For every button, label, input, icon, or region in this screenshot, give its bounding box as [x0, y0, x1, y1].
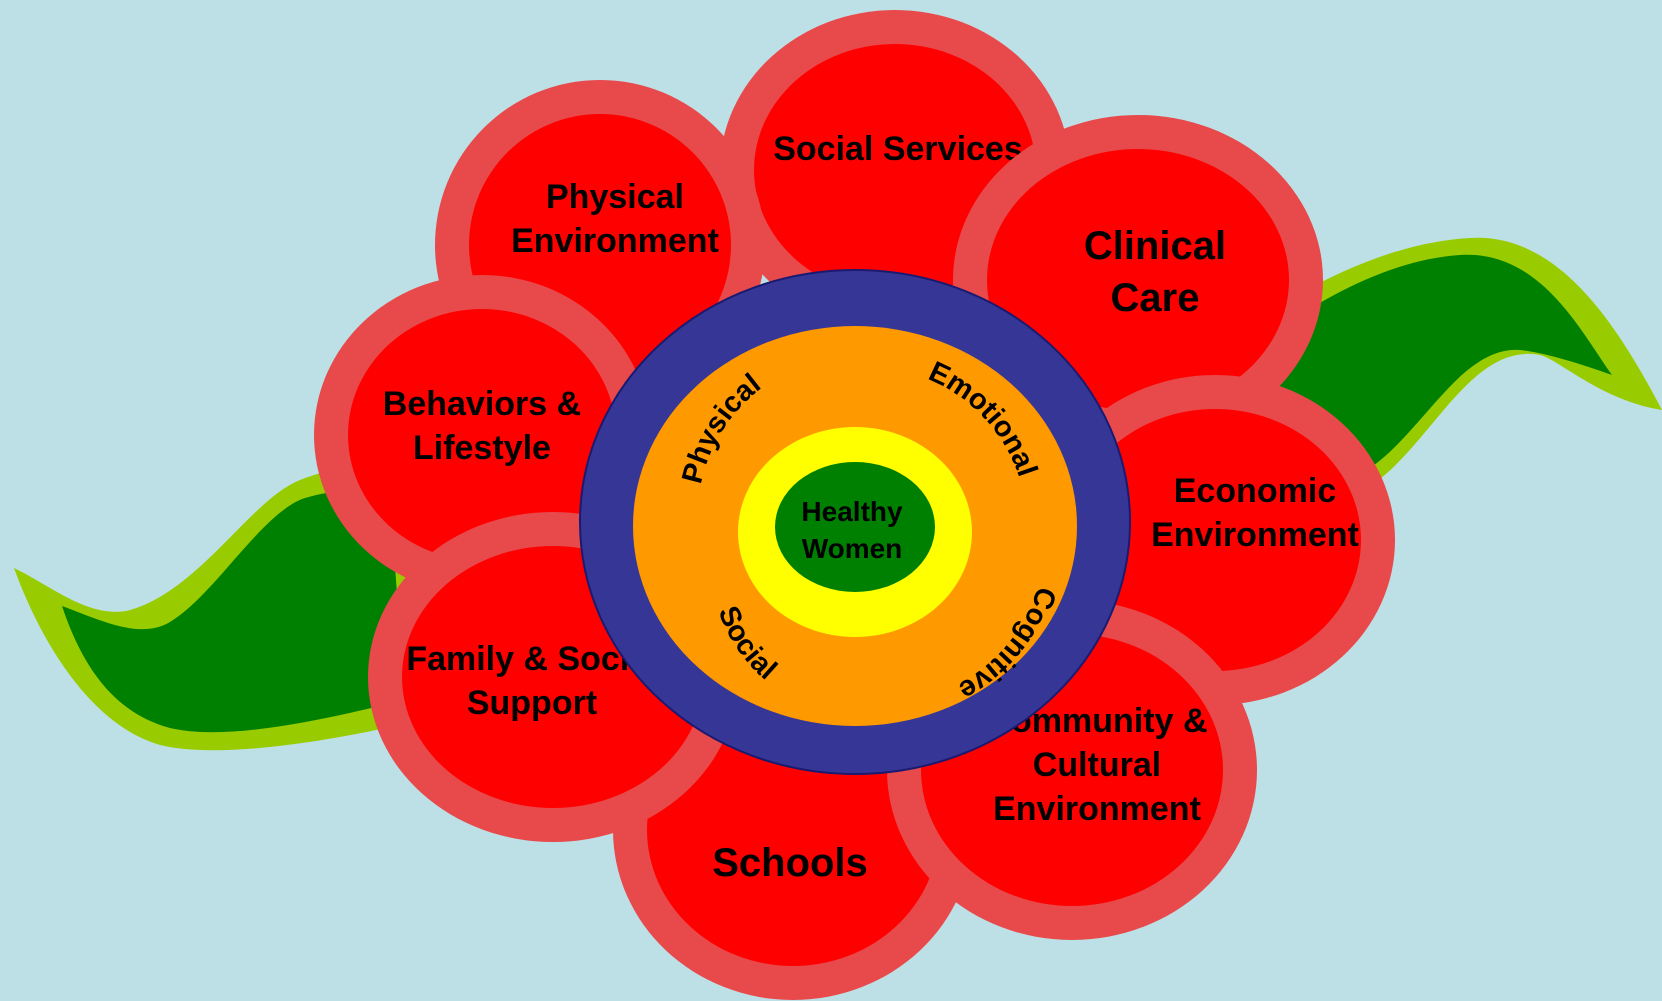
petal-physical-environment-label-line-2: Environment [511, 222, 719, 260]
center-label-line-1: Healthy [801, 496, 903, 527]
petal-social-services-label-line-1: Social Services [773, 130, 1023, 168]
petal-behaviors-lifestyle-label-line-2: Lifestyle [413, 429, 551, 467]
petal-behaviors-lifestyle-inner [348, 309, 616, 561]
petal-community-cultural-environment-label-line-2: Cultural [1033, 746, 1161, 784]
petal-family-social-support-label-line-2: Support [467, 684, 597, 722]
petal-clinical-care-label-line-2: Care [1111, 276, 1200, 320]
petal-behaviors-lifestyle-label-line-1: Behaviors & [383, 385, 581, 423]
left-leaf-inner [62, 491, 405, 733]
center-circle [775, 462, 935, 592]
petal-economic-environment-label-line-1: Economic [1174, 472, 1336, 510]
petal-physical-environment-label-line-1: Physical [546, 178, 684, 216]
center-rings [579, 269, 1131, 775]
petal-schools-label-line-1: Schools [712, 841, 868, 885]
center-label-line-2: Women [802, 533, 903, 564]
petal-community-cultural-environment-label-line-3: Environment [993, 790, 1201, 828]
petal-economic-environment-label-line-2: Environment [1151, 516, 1359, 554]
petal-economic-environment-inner [1069, 409, 1361, 671]
petal-clinical-care-inner [987, 149, 1289, 411]
left-leaf [14, 468, 420, 751]
petal-clinical-care-label-line-1: Clinical [1084, 224, 1226, 268]
